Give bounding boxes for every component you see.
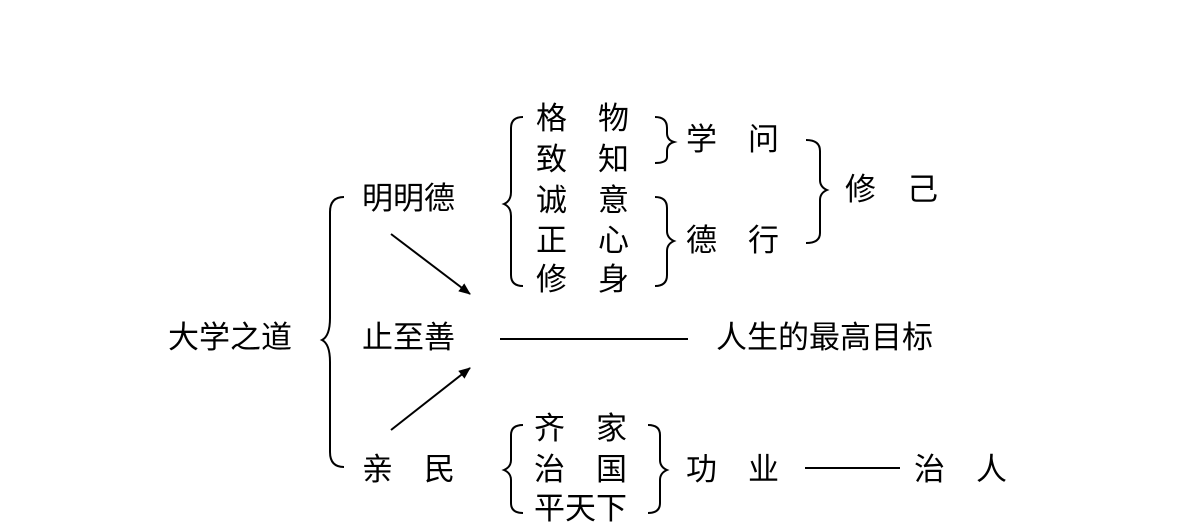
xiuji-brace bbox=[805, 139, 830, 244]
item-pingtianxia: 平天下 bbox=[534, 491, 627, 527]
item-zhiguo: 治 国 bbox=[534, 452, 627, 488]
item-xiushen: 修 身 bbox=[536, 262, 629, 298]
branch-zhizhishan: 止至善 bbox=[362, 320, 455, 356]
item-zhizhi: 致 知 bbox=[536, 142, 629, 178]
label-xuewen: 学 问 bbox=[686, 122, 779, 158]
qinmin-left-brace bbox=[501, 424, 524, 514]
item-chengyi: 诚 意 bbox=[536, 183, 629, 219]
label-zhiren: 治 人 bbox=[914, 452, 1007, 488]
root-brace bbox=[319, 196, 345, 468]
gongye-brace bbox=[647, 424, 670, 514]
root-label: 大学之道 bbox=[168, 320, 292, 356]
item-qijia: 齐 家 bbox=[534, 411, 627, 447]
label-goal: 人生的最高目标 bbox=[716, 320, 933, 356]
label-gongye: 功 业 bbox=[686, 452, 779, 488]
arrow-mingmingde-to-zhizhishan bbox=[390, 233, 471, 295]
item-zhengxin: 正 心 bbox=[536, 223, 629, 259]
arrow-qinmin-to-zhizhishan bbox=[390, 367, 471, 431]
mingmingde-brace bbox=[501, 116, 524, 287]
dexing-brace bbox=[654, 196, 677, 287]
branch-mingmingde: 明明德 bbox=[362, 181, 455, 217]
xuewen-brace bbox=[654, 116, 678, 164]
branch-qinmin: 亲 民 bbox=[362, 452, 455, 488]
label-dexing: 德 行 bbox=[686, 223, 779, 259]
label-xiuji: 修 己 bbox=[845, 172, 938, 208]
item-gewu: 格 物 bbox=[536, 101, 629, 137]
